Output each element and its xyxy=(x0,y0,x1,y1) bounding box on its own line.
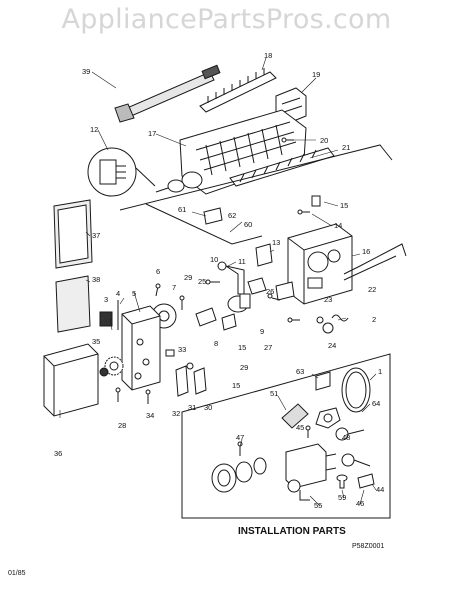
callout-14: 14 xyxy=(334,221,342,230)
callout-25a: 25 xyxy=(198,277,206,286)
site-watermark: AppliancePartsPros.com xyxy=(61,4,392,35)
callout-61: 61 xyxy=(178,205,186,214)
callout-48: 48 xyxy=(342,433,350,442)
callout-13: 13 xyxy=(272,238,280,247)
cover-37 xyxy=(53,199,93,269)
callout-15a: 15 xyxy=(340,201,348,210)
callout-34: 34 xyxy=(146,411,154,420)
callout-33: 33 xyxy=(178,345,186,354)
small-parts-33 xyxy=(165,349,207,397)
callout-20: 20 xyxy=(320,136,328,145)
tube-coil-1 xyxy=(341,367,371,413)
callout-3: 3 xyxy=(104,295,108,304)
callout-31: 31 xyxy=(188,403,196,412)
lever-10-11 xyxy=(217,261,267,295)
bail-arm-22 xyxy=(343,243,407,281)
installation-parts-caption: INSTALLATION PARTS xyxy=(238,526,346,537)
label-3-4 xyxy=(99,300,119,330)
callout-36: 36 xyxy=(54,449,62,458)
callout-19: 19 xyxy=(312,70,320,79)
callout-23: 23 xyxy=(324,295,332,304)
switch-23 xyxy=(275,281,295,301)
callout-11: 11 xyxy=(238,257,246,266)
callout-55: 55 xyxy=(314,501,322,510)
callout-27: 27 xyxy=(264,343,272,352)
callout-51: 51 xyxy=(270,389,278,398)
callout-10: 10 xyxy=(210,255,218,264)
callout-59: 59 xyxy=(338,493,346,502)
switch-parts xyxy=(195,307,237,331)
callout-29b: 29 xyxy=(240,363,248,372)
callout-22: 22 xyxy=(368,285,376,294)
callout-1: 1 xyxy=(378,367,382,376)
clamp-44 xyxy=(341,453,371,467)
ice-mold-17 xyxy=(155,109,307,195)
callout-63: 63 xyxy=(296,367,304,376)
callout-7: 7 xyxy=(172,283,176,292)
callout-12: 12 xyxy=(90,125,98,134)
part-15-14 xyxy=(297,195,321,215)
spring-2 xyxy=(316,314,349,334)
callout-5: 5 xyxy=(132,289,136,298)
mounting-plate-5 xyxy=(121,305,161,391)
callout-32: 32 xyxy=(172,409,180,418)
callout-28: 28 xyxy=(118,421,126,430)
callout-15b: 15 xyxy=(238,343,246,352)
date-code: 01/85 xyxy=(8,570,26,577)
callout-21: 21 xyxy=(342,143,350,152)
connector-12 xyxy=(87,147,156,197)
diagram-code: P58Z0001 xyxy=(352,543,385,550)
bracket-63 xyxy=(315,371,331,391)
callout-15c: 15 xyxy=(232,381,240,390)
inlet-fittings-47 xyxy=(211,441,267,493)
fill-tube-51 xyxy=(281,403,309,429)
callout-29a: 29 xyxy=(184,273,192,282)
clip-61 xyxy=(203,207,223,225)
screws-28-34 xyxy=(115,387,151,404)
installation-frame xyxy=(181,353,391,519)
cam-9 xyxy=(227,293,281,313)
gear-35 xyxy=(99,356,124,377)
bracket-13 xyxy=(255,243,273,267)
housing-16 xyxy=(287,223,353,305)
callout-64: 64 xyxy=(372,399,380,408)
callout-37: 37 xyxy=(92,231,100,240)
callout-8: 8 xyxy=(214,339,218,348)
harness-arm-39 xyxy=(114,64,221,123)
water-valve-55 xyxy=(285,443,337,501)
fittings-59-46 xyxy=(336,473,375,489)
callout-6: 6 xyxy=(156,267,160,276)
callout-60: 60 xyxy=(244,220,252,229)
front-cover-36 xyxy=(43,343,99,417)
callout-9: 9 xyxy=(260,327,264,336)
callout-2: 2 xyxy=(372,315,376,324)
callout-35: 35 xyxy=(92,337,100,346)
callout-numbers: 39 18 19 12 17 20 21 15 61 62 60 14 13 1… xyxy=(54,51,384,510)
callout-62: 62 xyxy=(228,211,236,220)
callout-47: 47 xyxy=(236,433,244,442)
callout-17: 17 xyxy=(148,129,156,138)
callout-38: 38 xyxy=(92,275,100,284)
ejector-18 xyxy=(199,68,277,113)
leader-lines xyxy=(59,57,377,507)
callout-4: 4 xyxy=(116,289,120,298)
screw-45 xyxy=(305,425,311,438)
callout-45: 45 xyxy=(296,423,304,432)
callout-24: 24 xyxy=(328,341,336,350)
callout-26a: 26 xyxy=(266,287,274,296)
cover-38 xyxy=(55,275,91,333)
callout-46: 46 xyxy=(356,499,364,508)
callout-39: 39 xyxy=(82,67,90,76)
callout-16: 16 xyxy=(362,247,370,256)
callout-18: 18 xyxy=(264,51,272,60)
screws-29-25 xyxy=(179,279,300,323)
callout-30: 30 xyxy=(204,403,212,412)
nut-48 xyxy=(315,407,341,429)
callout-44: 44 xyxy=(376,485,384,494)
assembly-outline xyxy=(119,144,393,245)
